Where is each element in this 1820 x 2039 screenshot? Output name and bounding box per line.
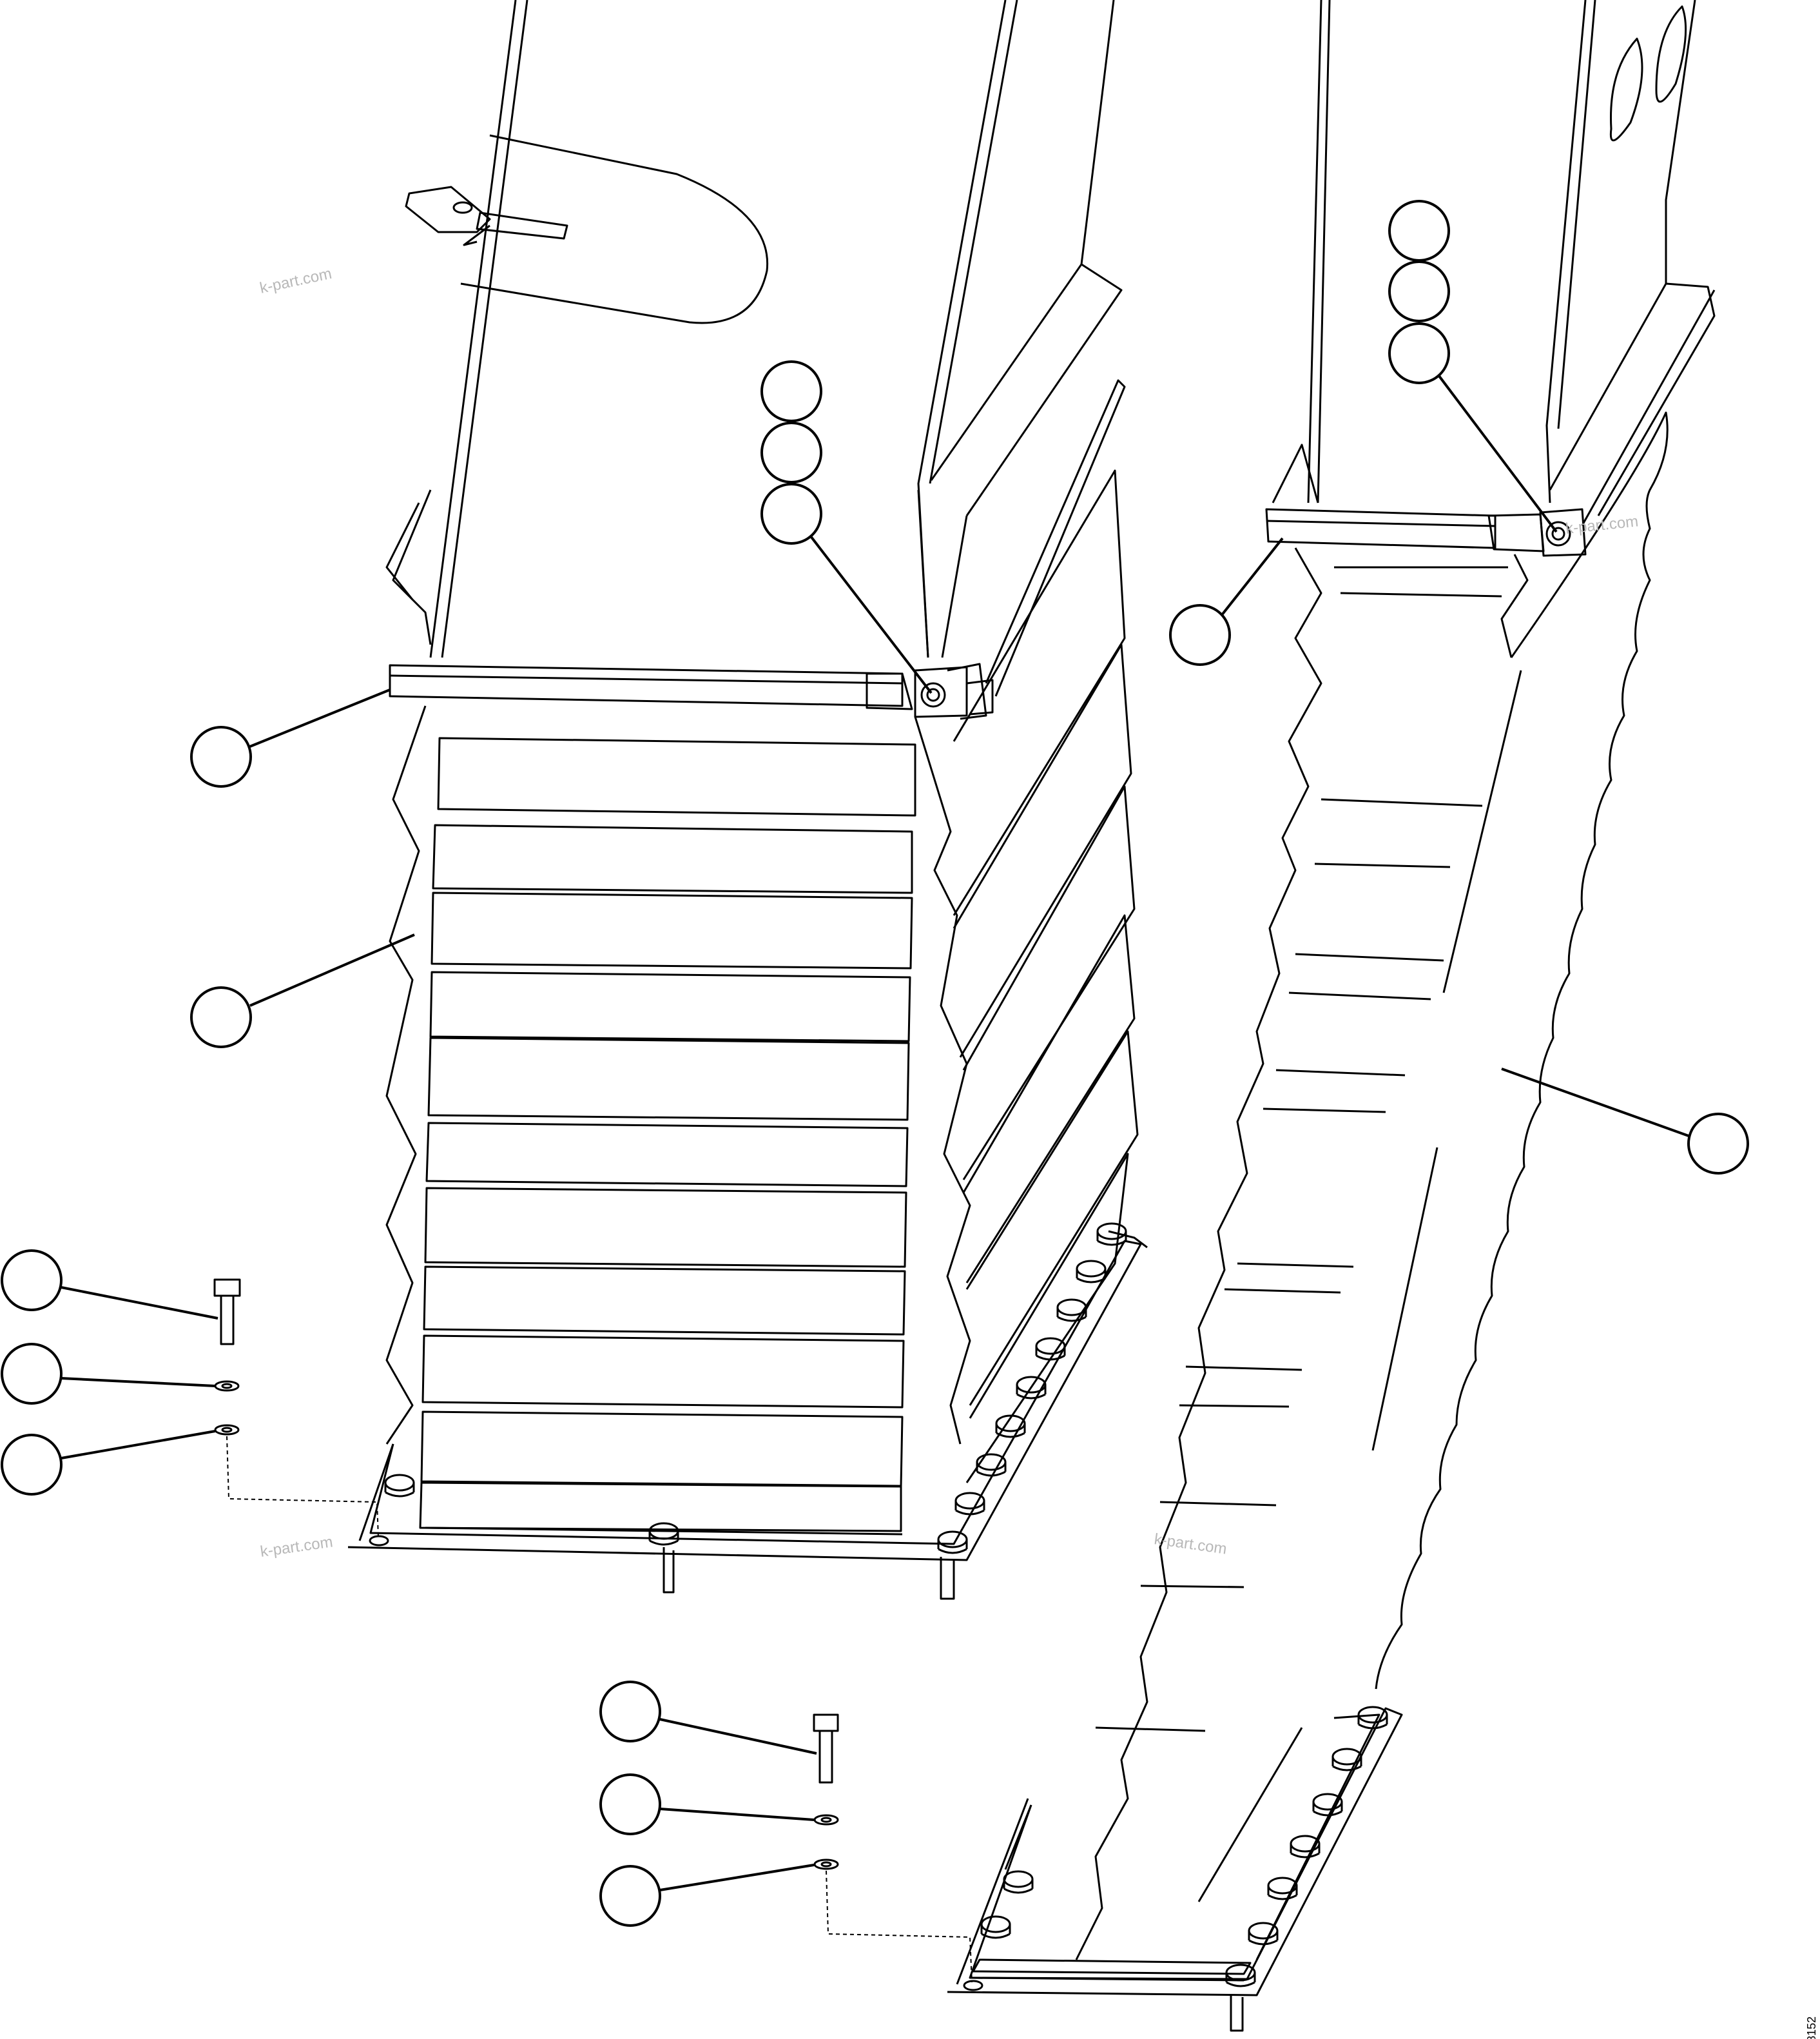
hex-nut-icon: [1076, 1260, 1107, 1283]
callout-left-washer-2: [1, 1430, 216, 1496]
left-assembly-guide: [226, 1436, 379, 1538]
callout-left-upper-3: [760, 483, 933, 694]
callout-right-washer-1: [599, 1773, 815, 1835]
right-flange-nuts: [963, 1706, 1388, 1991]
callout-left-upper-1: [760, 360, 822, 422]
callout-right-clamp: [1169, 537, 1284, 666]
hex-nut-icon: [1312, 1793, 1343, 1817]
hex-nut-icon: [980, 1915, 1011, 1939]
hex-nut-icon: [1225, 1964, 1256, 1987]
watermark: k-part.com: [1153, 1530, 1228, 1558]
watermark: k-part.com: [259, 1533, 334, 1561]
hex-nut-icon: [1016, 1376, 1047, 1400]
hex-nut-icon: [1056, 1298, 1087, 1322]
right-clamp-band: [1265, 289, 1716, 557]
hex-nut-icon: [963, 1980, 983, 1991]
drawing-code: 8152: [1805, 2016, 1818, 2039]
left-bellows: [385, 469, 1139, 1532]
right-loose-washer-1: [813, 1814, 839, 1826]
hex-nut-icon: [937, 1530, 968, 1554]
hex-nut-icon: [648, 1522, 679, 1546]
watermark: k-part.com: [258, 265, 333, 297]
right-assembly-guide: [826, 1870, 973, 1983]
hex-nut-icon: [1096, 1222, 1127, 1246]
hex-nut-icon: [1290, 1835, 1321, 1859]
left-loose-washer-2: [214, 1424, 240, 1436]
callout-left-upper-2: [760, 422, 822, 483]
hex-nut-icon: [954, 1492, 985, 1516]
hex-nut-icon: [384, 1474, 415, 1498]
callout-left-boot: [190, 933, 415, 1048]
hex-nut-icon: [1357, 1706, 1388, 1730]
left-loose-bolt: [213, 1278, 241, 1345]
callout-right-upper-1: [1388, 200, 1450, 262]
left-loose-washer-1: [214, 1380, 240, 1392]
hex-nut-icon: [369, 1535, 389, 1546]
callout-right-bolt: [599, 1681, 817, 1755]
hex-nut-icon: [1035, 1337, 1066, 1361]
hex-nut-icon: [1248, 1922, 1279, 1946]
right-upper-tube: [1272, 0, 1716, 516]
left-clamp-band: [389, 379, 1126, 720]
callout-right-upper-2: [1388, 260, 1450, 322]
hex-nut-icon: [976, 1453, 1007, 1477]
callout-right-boot: [1501, 1068, 1749, 1175]
right-bellows: [1075, 411, 1669, 1960]
right-base-flange: [947, 1707, 1403, 2032]
callouts: [1, 200, 1749, 1927]
hex-nut-icon: [995, 1414, 1026, 1438]
callout-right-washer-2: [599, 1864, 815, 1927]
callout-left-bolt: [1, 1249, 218, 1320]
hex-nut-icon: [1267, 1877, 1298, 1900]
right-loose-bolt: [813, 1713, 839, 1784]
hex-nut-icon: [1331, 1748, 1362, 1771]
right-assembly: [813, 0, 1716, 2032]
watermark: k-part.com: [1565, 512, 1640, 538]
left-upper-tube: [385, 0, 1123, 658]
left-assembly: [213, 0, 1148, 1600]
hex-nut-icon: [1003, 1870, 1034, 1894]
callout-left-washer-1: [1, 1343, 216, 1405]
left-flange-nuts: [369, 1222, 1127, 1554]
right-loose-washer-2: [813, 1859, 839, 1870]
callout-right-upper-3: [1388, 322, 1558, 533]
callout-left-clamp: [190, 688, 391, 788]
